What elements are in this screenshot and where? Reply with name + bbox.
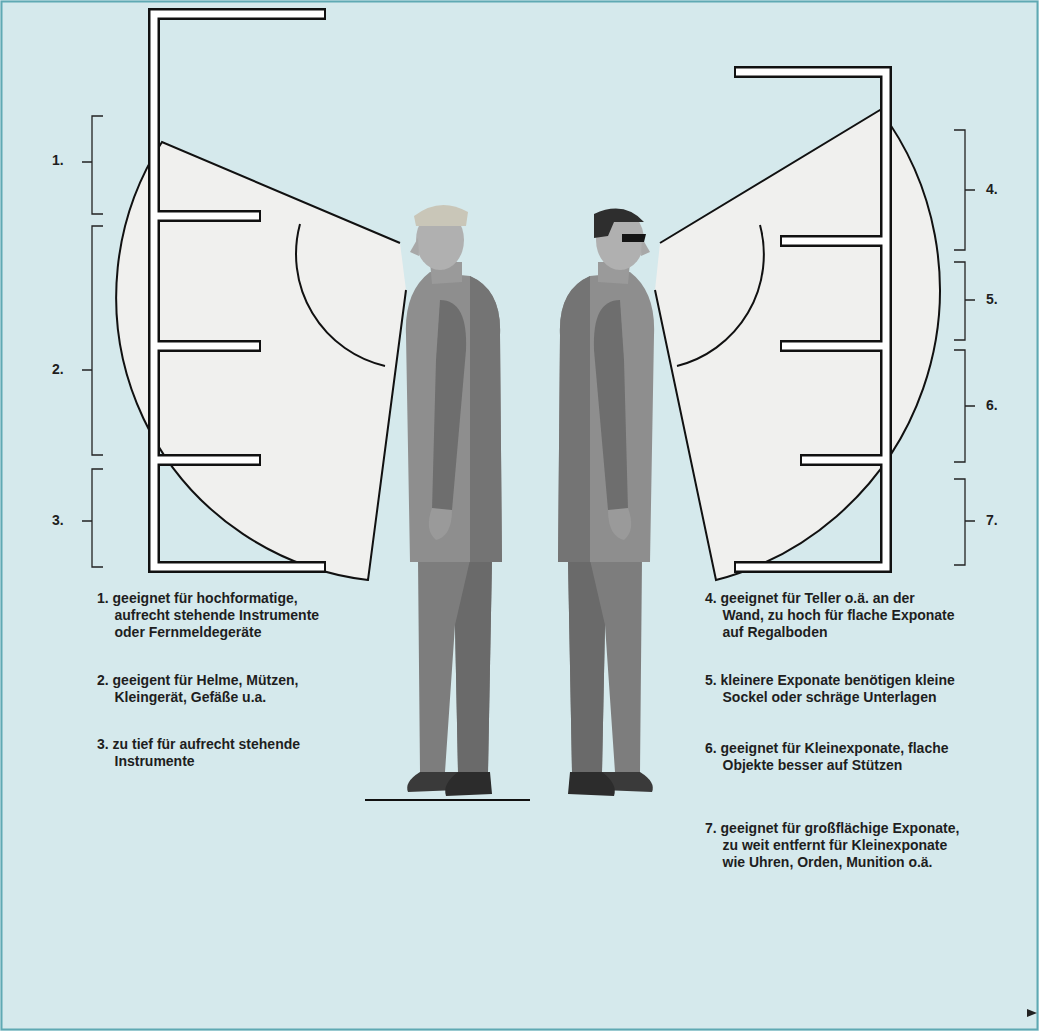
note-text: 2. geeigent für Helme, Mützen, Kleingerä…	[97, 672, 330, 706]
note-text: 6. geeignet für Kleinexponate, flache Ob…	[705, 740, 958, 774]
callout-number: 2.	[52, 361, 64, 378]
callout-number: 3.	[52, 512, 64, 529]
note-text: 5. kleinere Exponate benötigen kleine So…	[705, 672, 958, 706]
note-text: 1. geeignet für hochformatige, aufrecht …	[97, 590, 330, 641]
visitor-figure	[558, 209, 654, 796]
sight-cone	[655, 110, 940, 580]
callout-number: 5.	[986, 291, 998, 308]
note-text: 7. geeignet für großflächige Exponate, z…	[705, 820, 963, 871]
shelf	[154, 14, 326, 567]
edge-mark	[1027, 1009, 1037, 1017]
callout-number: 4.	[986, 181, 998, 198]
callout-number: 6.	[986, 397, 998, 414]
note-text: 3. zu tief für aufrecht stehende Instrum…	[97, 736, 330, 770]
callout-number: 1.	[52, 152, 64, 169]
bracket	[82, 116, 975, 567]
shelf	[734, 72, 886, 567]
note-text: 4. geeignet für Teller o.ä. an der Wand,…	[705, 590, 958, 641]
ground-line	[365, 799, 530, 801]
visitor-figure	[406, 205, 502, 796]
callout-number: 7.	[986, 512, 998, 529]
